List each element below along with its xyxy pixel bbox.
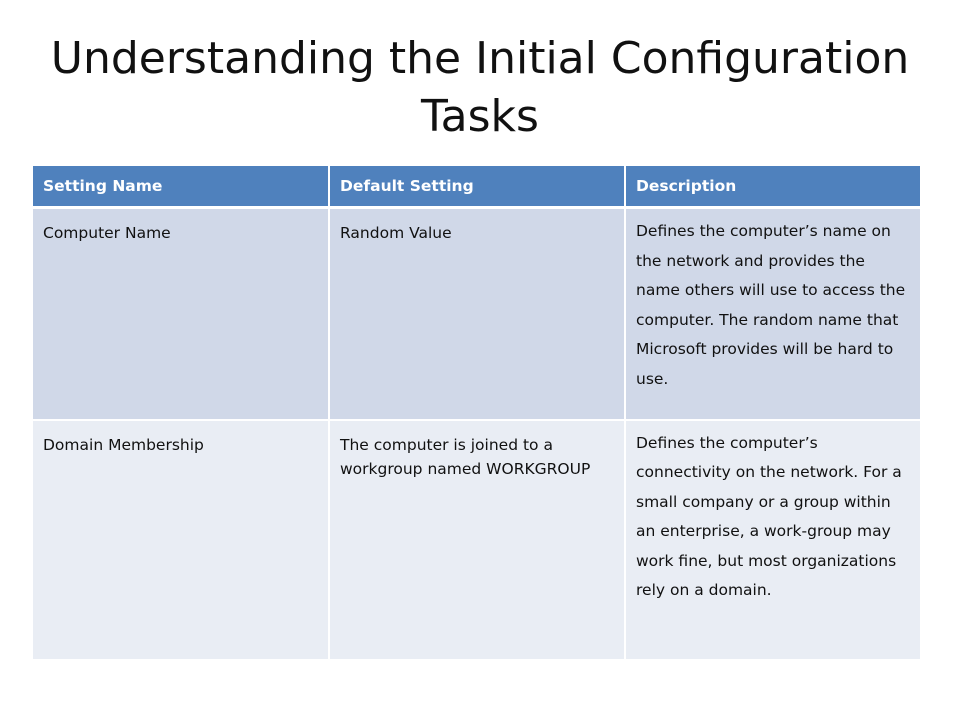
header-default-setting: Default Setting (329, 166, 626, 209)
table-row: Domain Membership The computer is joined… (33, 419, 920, 661)
cell-setting-name: Domain Membership (33, 419, 330, 661)
cell-default-setting: Random Value (329, 207, 626, 421)
slide-title: Understanding the Initial Configuration … (50, 33, 910, 142)
cell-default-setting: The computer is joined to a workgroup na… (329, 419, 626, 661)
settings-table-container: Setting Name Default Setting Description… (33, 166, 920, 661)
cell-description: Defines the computer’s name on the netwo… (625, 207, 920, 421)
header-setting-name: Setting Name (33, 166, 330, 209)
cell-description: Defines the computer’s connectivity on t… (625, 419, 920, 661)
settings-table: Setting Name Default Setting Description… (33, 166, 920, 661)
header-description: Description (625, 166, 920, 209)
table-header-row: Setting Name Default Setting Description (33, 166, 920, 209)
table-row: Computer Name Random Value Defines the c… (33, 207, 920, 421)
cell-setting-name: Computer Name (33, 207, 330, 421)
